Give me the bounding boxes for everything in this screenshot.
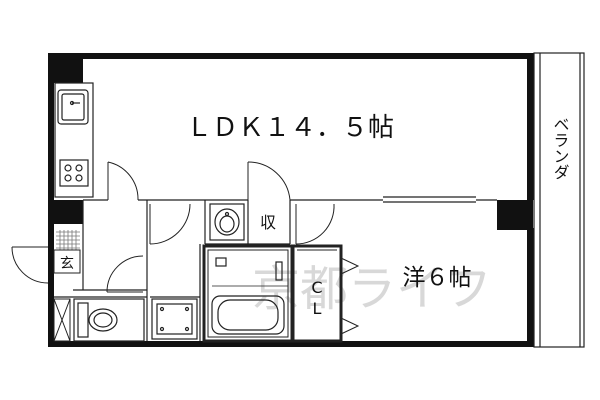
- interior-walls: [54, 82, 497, 341]
- shoe-cabinet: [53, 298, 71, 342]
- balcony: [533, 52, 585, 348]
- western-room-label: 洋６帖: [403, 265, 472, 291]
- stove-icon: [59, 159, 89, 187]
- bathtub-icon: [211, 257, 288, 335]
- closet-walls: [291, 244, 343, 343]
- toilet-icon: [73, 298, 145, 342]
- balcony-label: ベランダ: [551, 116, 570, 180]
- structural-walls: [48, 53, 534, 347]
- closet-label-c: C: [311, 278, 322, 297]
- wash-basin-icon: [209, 203, 245, 241]
- ldk-label: ＬＤＫ１４．５帖: [186, 113, 394, 143]
- door-swings: [11, 161, 335, 293]
- closet-door-markers: [340, 257, 360, 335]
- washing-machine-icon: [151, 298, 198, 340]
- kitchen-sink-icon: [57, 89, 89, 125]
- storage-label: 収: [260, 213, 276, 232]
- entrance-label: 玄: [60, 255, 74, 272]
- entrance-tiles: [56, 230, 80, 250]
- closet-label-l: L: [313, 299, 322, 318]
- entrance-box: [53, 249, 81, 274]
